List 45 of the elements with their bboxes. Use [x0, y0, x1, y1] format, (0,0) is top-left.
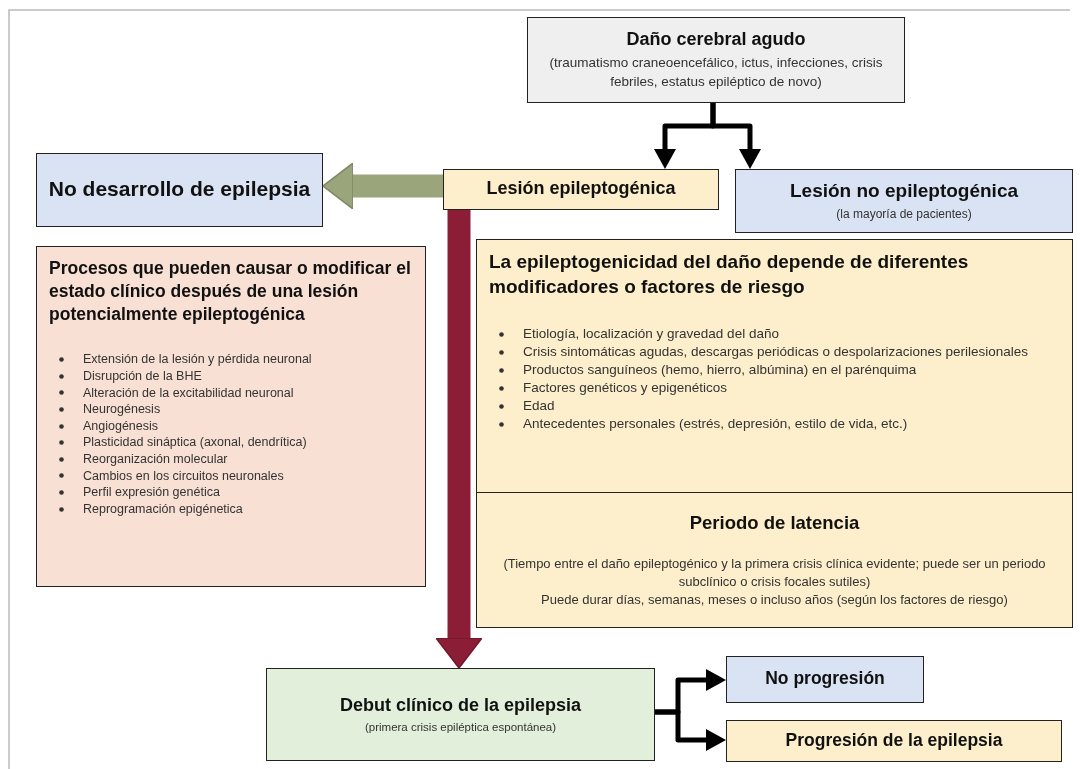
arrow	[655, 709, 726, 751]
box-heading: Daño cerebral agudo	[626, 28, 806, 52]
outcome-box	[36, 153, 323, 227]
process-list-box	[36, 246, 426, 587]
arrow	[710, 103, 761, 169]
list-item: Extensión de la lesión y pérdida neuronal	[83, 351, 413, 368]
list-item: Alteración de la excitabilidad neuronal	[83, 384, 413, 402]
box-heading: Periodo de latencia	[689, 510, 860, 535]
list-item: Crisis sintomáticas agudas, descargas periódicas o despolarizaciones perilesionales	[523, 343, 1060, 362]
list-item: Reprogramación epigénetica	[83, 500, 413, 518]
outcome-box	[726, 720, 1062, 762]
box-heading: Lesión epileptogénica	[486, 176, 676, 200]
list-item: Reorganización molecular	[83, 451, 413, 468]
arrow	[322, 162, 443, 210]
list-item: Neurogénesis	[83, 401, 413, 418]
list-item: Plasticidad sináptica (axonal, dendrítica)	[83, 434, 413, 451]
box-heading: No progresión	[765, 667, 885, 690]
box-heading: La epileptogenicidad del daño depende de diferentes modificadores o factores de riesgo	[489, 250, 970, 299]
list-item: Factores genéticos y epigenéticos	[523, 379, 1060, 398]
arrow	[435, 210, 483, 669]
list-item: Angiogénesis	[83, 417, 413, 435]
outcome-box	[266, 668, 655, 761]
box-subtitle: (Tiempo entre el daño epileptogénico y la primera crisis clínica evidente; puede ser un periodo subclínico o crisis focales sutiles)	[502, 554, 1047, 591]
risk-factor-box	[476, 239, 1073, 493]
list-item: Etiología, localización y gravedad del daño	[523, 325, 1060, 344]
event-box	[527, 17, 905, 103]
list-item: Perfil expresión genética	[83, 484, 413, 501]
process-box	[443, 169, 719, 210]
list-item: Antecedentes personales (estrés, depresión, estilo de vida, etc.)	[523, 415, 1060, 434]
box-subtitle: Puede durar días, semanas, meses o incluso años (según los factores de riesgo)	[541, 591, 1008, 610]
outcome-box	[735, 169, 1073, 233]
box-subtitle: (primera crisis epiléptica espontánea)	[364, 720, 557, 736]
list-item: Productos sanguíneos (hemo, hierro, albúmina) en el parénquima	[523, 361, 1060, 380]
box-heading: Debut clínico de la epilepsia	[339, 693, 582, 717]
list-item: Disrupción de la BHE	[83, 367, 413, 385]
box-heading: Lesión no epileptogénica	[790, 179, 1018, 204]
latency-box	[476, 492, 1073, 628]
box-subtitle: (traumatismo craneoencefálico, ictus, infecciones, crisis febriles, estatus epiléptico de novo)	[548, 53, 884, 91]
box-heading: Procesos que pueden causar o modificar el estado clínico después de una lesión potencialmente epileptogénica	[49, 257, 412, 326]
box-heading: No desarrollo de epilepsia	[48, 176, 311, 203]
box-heading: Progresión de la epilepsia	[785, 728, 1003, 752]
list-item: Edad	[523, 397, 1060, 416]
list-item: Cambios en los circuitos neuronales	[83, 467, 413, 485]
outcome-box	[726, 656, 924, 703]
box-subtitle: (la mayoría de pacientes)	[836, 205, 972, 223]
